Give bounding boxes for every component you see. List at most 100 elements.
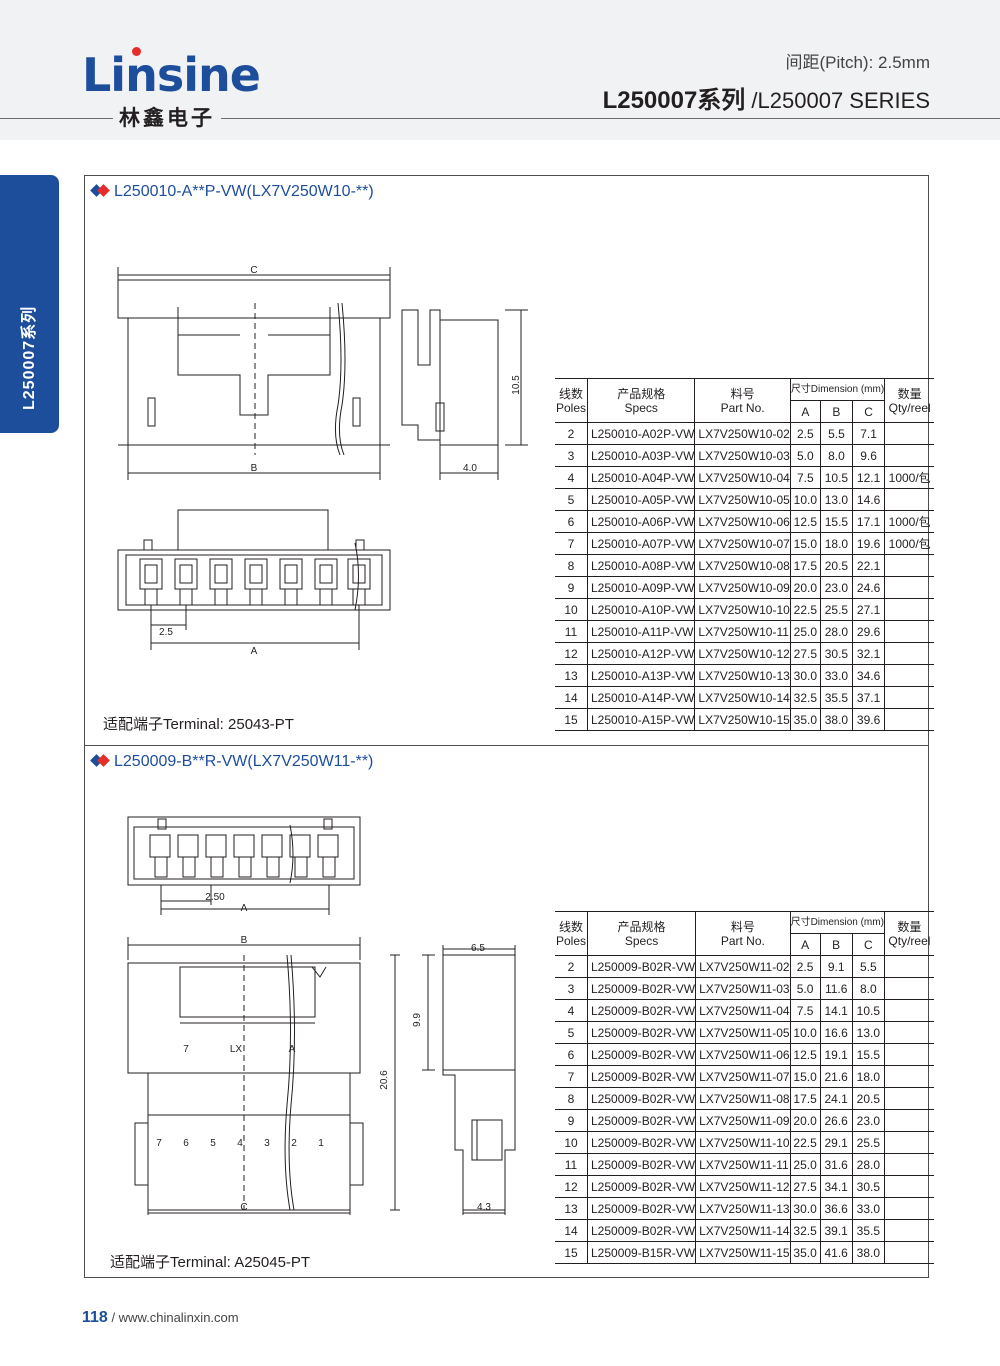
cell-b: 10.5 xyxy=(819,466,853,489)
header-dimension: 尺寸Dimension (mm) xyxy=(789,378,885,401)
side-tab-label: L250007系列 xyxy=(21,305,38,410)
cell-b: 34.1 xyxy=(819,1175,853,1198)
cell-a: 20.0 xyxy=(789,576,821,599)
cell-b: 8.0 xyxy=(819,444,853,467)
cell-qty xyxy=(884,488,935,511)
drawing-section-1: C B 4.0 10.5 2.5 A xyxy=(117,265,528,657)
cell-part: LX7V250W10-10 xyxy=(694,598,791,621)
cell-b: 36.6 xyxy=(819,1197,853,1220)
cell-c: 12.1 xyxy=(851,466,885,489)
cell-part: LX7V250W11-02 xyxy=(695,955,791,978)
cell-a: 10.0 xyxy=(789,1021,821,1044)
footer-url[interactable]: / www.chinalinxin.com xyxy=(111,1310,239,1325)
cell-part: LX7V250W10-08 xyxy=(694,554,791,577)
cell-b: 25.5 xyxy=(819,598,853,621)
cell-b: 9.1 xyxy=(819,955,853,978)
dim-label-pitch-2: 2.50 xyxy=(205,892,225,903)
section-1-title-text: L250010-A**P-VW(LX7V250W10-**) xyxy=(114,183,374,200)
cell-spec: L250010-A11P-VW xyxy=(586,620,695,643)
cell-spec: L250010-A10P-VW xyxy=(586,598,695,621)
cell-a: 10.0 xyxy=(789,488,821,511)
cell-a: 22.5 xyxy=(789,1131,821,1154)
cell-poles: 14 xyxy=(555,686,588,709)
cell-b: 33.0 xyxy=(819,664,853,687)
cell-a: 35.0 xyxy=(789,1241,821,1264)
cell-poles: 8 xyxy=(555,554,588,577)
side-tab: L250007系列 xyxy=(0,175,59,433)
cell-a: 27.5 xyxy=(789,1175,821,1198)
cell-spec: L250010-A05P-VW xyxy=(586,488,695,511)
cell-b: 15.5 xyxy=(819,510,853,533)
cell-spec: L250009-B02R-VW xyxy=(586,1175,696,1198)
cell-poles: 6 xyxy=(555,1043,588,1066)
cell-qty xyxy=(883,1021,934,1044)
cell-qty xyxy=(883,1153,934,1176)
cell-qty xyxy=(884,620,935,643)
cell-spec: L250009-B02R-VW xyxy=(586,977,696,1000)
cell-c: 15.5 xyxy=(851,1043,885,1066)
cell-spec: L250010-A14P-VW xyxy=(586,686,695,709)
cell-qty: 1000/包 xyxy=(884,532,935,555)
cell-a: 25.0 xyxy=(789,1153,821,1176)
pitch-label: 间距(Pitch): 2.5mm xyxy=(785,53,930,72)
cell-spec: L250009-B02R-VW xyxy=(586,1219,696,1242)
cell-poles: 7 xyxy=(555,1065,588,1088)
cell-c: 34.6 xyxy=(851,664,885,687)
cell-part: LX7V250W10-02 xyxy=(694,422,791,445)
cell-qty xyxy=(883,977,934,1000)
cell-poles: 12 xyxy=(555,642,588,665)
cell-a: 7.5 xyxy=(789,999,821,1022)
cell-poles: 10 xyxy=(555,598,588,621)
cell-a: 12.5 xyxy=(789,510,821,533)
cell-poles: 4 xyxy=(555,466,588,489)
dim-label-h1-2: 9.9 xyxy=(412,1013,423,1027)
cell-spec: L250009-B02R-VW xyxy=(586,1087,696,1110)
cell-spec: L250009-B02R-VW xyxy=(586,1109,696,1132)
cell-c: 19.6 xyxy=(851,532,885,555)
cell-c: 25.5 xyxy=(851,1131,885,1154)
cell-part: LX7V250W11-04 xyxy=(695,999,791,1022)
cell-c: 18.0 xyxy=(851,1065,885,1088)
cell-qty xyxy=(884,664,935,687)
cell-qty xyxy=(884,598,935,621)
cell-c: 24.6 xyxy=(851,576,885,599)
brand-logo-cn: 林鑫电子 xyxy=(113,106,221,132)
cell-spec: L250009-B02R-VW xyxy=(586,1043,696,1066)
cell-qty: 1000/包 xyxy=(884,510,935,533)
cell-poles: 13 xyxy=(555,664,588,687)
cell-spec: L250010-A02P-VW xyxy=(586,422,695,445)
cell-qty xyxy=(883,999,934,1022)
cell-b: 29.1 xyxy=(819,1131,853,1154)
cell-a: 7.5 xyxy=(789,466,821,489)
pin-number: 3 xyxy=(264,1138,270,1149)
dim-label-depth: 4.0 xyxy=(463,463,477,474)
cell-poles: 11 xyxy=(555,620,588,643)
mark-7: 7 xyxy=(183,1044,189,1055)
cell-part: LX7V250W10-04 xyxy=(694,466,791,489)
dim-label-width-2: 6.5 xyxy=(471,943,485,954)
cell-a: 2.5 xyxy=(789,422,821,445)
cell-qty xyxy=(883,1197,934,1220)
header-b: B xyxy=(819,400,853,423)
cell-c: 10.5 xyxy=(851,999,885,1022)
cell-c: 22.1 xyxy=(851,554,885,577)
cell-b: 24.1 xyxy=(819,1087,853,1110)
cell-c: 14.6 xyxy=(851,488,885,511)
cell-qty xyxy=(884,686,935,709)
cell-b: 30.5 xyxy=(819,642,853,665)
pin-number: 6 xyxy=(183,1138,189,1149)
